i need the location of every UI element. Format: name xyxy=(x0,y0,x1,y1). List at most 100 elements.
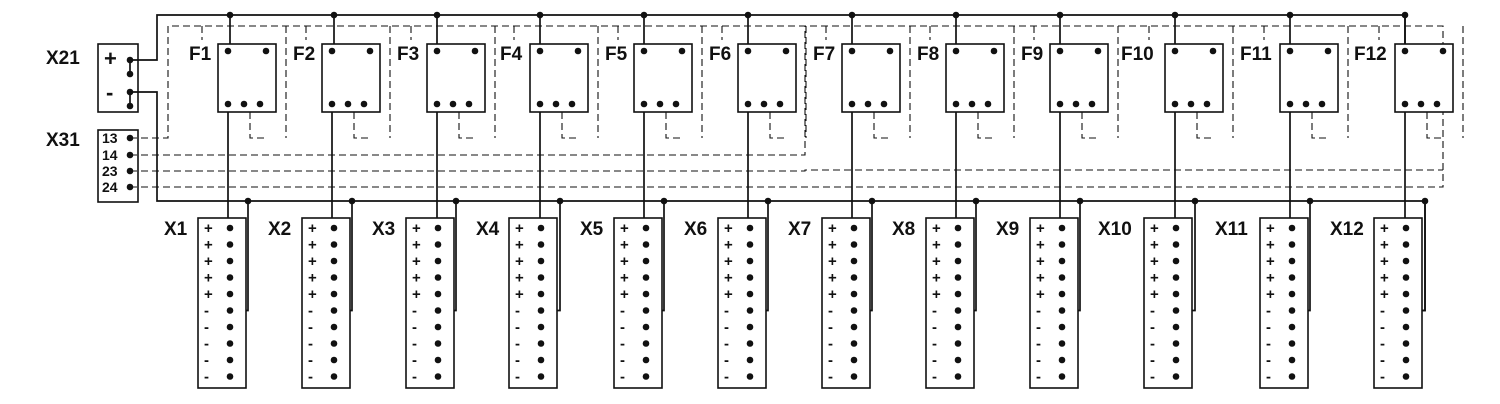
fuse-contact-wire xyxy=(1311,112,1330,139)
output-label: X7 xyxy=(788,219,811,240)
terminal-dot xyxy=(954,356,962,364)
terminal-symbol: + xyxy=(724,270,733,287)
bus-junction-dot xyxy=(1171,11,1179,19)
bus-junction-dot xyxy=(972,197,980,205)
fuse-label: F6 xyxy=(709,44,731,65)
fuse-label: F3 xyxy=(397,44,419,65)
terminal-symbol: + xyxy=(1150,270,1159,287)
terminal-dot xyxy=(537,340,545,347)
terminal-dot xyxy=(1172,224,1180,232)
terminal-symbol: + xyxy=(620,270,629,287)
signal-pin-13: 13 xyxy=(102,130,118,146)
terminal-symbol: - xyxy=(724,303,729,320)
fuse-pin-dot xyxy=(574,47,582,55)
terminal-dot xyxy=(642,307,650,314)
terminal-dot xyxy=(330,340,338,347)
terminal-symbol: - xyxy=(1266,352,1271,369)
terminal-symbol: - xyxy=(1150,369,1155,386)
terminal-symbol: + xyxy=(620,253,629,270)
fuse-output-wire xyxy=(227,104,230,229)
fuse-output-wire xyxy=(851,104,854,229)
fuse-pin-dot xyxy=(1401,47,1409,55)
terminal-symbol: - xyxy=(515,336,520,353)
terminal-symbol: - xyxy=(932,303,937,320)
terminal-symbol: + xyxy=(620,286,629,303)
terminal-dot xyxy=(1288,274,1296,281)
fuse-contact-wire xyxy=(249,112,268,139)
fuse-contact-wire xyxy=(873,112,892,139)
terminal-symbol: + xyxy=(412,220,421,237)
terminal-symbol: - xyxy=(1266,303,1271,320)
terminal-dot xyxy=(1402,307,1410,314)
terminal-symbol: - xyxy=(724,369,729,386)
terminal-dot xyxy=(954,307,962,314)
terminal-dot xyxy=(434,257,442,265)
terminal-symbol: + xyxy=(1036,253,1045,270)
fuse-contact-wire xyxy=(1081,112,1100,139)
fuse-contact-wire xyxy=(1426,112,1445,139)
terminal-dot xyxy=(1172,340,1180,347)
terminal-symbol: - xyxy=(1266,369,1271,386)
terminal-dot xyxy=(1288,356,1296,364)
output-terminal-block xyxy=(405,217,455,389)
fuse-output-wire xyxy=(436,104,438,229)
fuse-box xyxy=(841,43,901,113)
terminal-symbol: + xyxy=(932,270,941,287)
terminal-dot xyxy=(330,356,338,364)
fuse-label: F7 xyxy=(813,44,835,65)
fuse-pin-dot xyxy=(848,47,856,55)
signal-pin-dot xyxy=(126,151,134,159)
terminal-dot xyxy=(1402,257,1410,265)
fuse-label: F2 xyxy=(293,44,315,65)
terminal-dot xyxy=(1288,323,1296,331)
fuse-box xyxy=(737,43,797,113)
output-label: X5 xyxy=(580,219,604,240)
output-terminal-block xyxy=(1029,217,1079,389)
output-label: X2 xyxy=(268,219,291,240)
terminal-symbol: + xyxy=(932,220,941,237)
terminal-dot xyxy=(1288,340,1296,347)
terminal-symbol: + xyxy=(515,220,524,237)
bus-junction-dot xyxy=(536,11,544,19)
terminal-dot xyxy=(1288,373,1296,380)
signal-terminal-block: X31 13 14 23 24 xyxy=(46,129,139,203)
fuse-box xyxy=(217,43,277,113)
terminal-symbol: - xyxy=(1150,352,1155,369)
fuse-label: F12 xyxy=(1354,44,1387,65)
signal-pin-14: 14 xyxy=(102,147,118,163)
signal-pin-dot xyxy=(126,183,134,191)
terminal-dot xyxy=(1172,241,1180,248)
fuse-box xyxy=(1279,43,1339,113)
terminal-symbol: + xyxy=(308,270,317,287)
bus-junction-dot xyxy=(744,11,752,19)
terminal-dot xyxy=(850,340,858,347)
output-terminal-block xyxy=(717,217,767,389)
terminal-symbol: + xyxy=(932,237,941,254)
output-terminal-block xyxy=(925,217,975,389)
terminal-symbol: + xyxy=(1380,286,1389,303)
output-terminal-block xyxy=(1373,217,1423,389)
terminal-symbol: - xyxy=(1266,319,1271,336)
terminal-symbol: + xyxy=(412,286,421,303)
fuse-pin-dot xyxy=(1439,47,1447,55)
terminal-dot xyxy=(537,356,545,364)
terminal-symbol: - xyxy=(412,369,417,386)
terminal-symbol: + xyxy=(1380,270,1389,287)
fuse-contact-wire xyxy=(458,112,477,139)
bus-junction-dot xyxy=(1191,197,1199,205)
signal-label: X31 xyxy=(46,130,80,151)
fuse-pin-dot xyxy=(240,100,248,108)
fuse-pin-dot xyxy=(952,47,960,55)
terminal-symbol: - xyxy=(828,319,833,336)
terminal-dot xyxy=(1172,323,1180,331)
terminal-symbol: - xyxy=(308,303,313,320)
terminal-dot xyxy=(434,340,442,347)
fuse-contact-wire xyxy=(353,112,372,139)
terminal-dot xyxy=(1058,241,1066,248)
terminal-dot xyxy=(954,257,962,265)
terminal-dot xyxy=(1172,307,1180,314)
terminal-symbol: - xyxy=(724,319,729,336)
fuse-pin-dot xyxy=(1209,47,1217,55)
terminal-symbol: + xyxy=(828,270,837,287)
terminal-symbol: - xyxy=(1036,352,1041,369)
